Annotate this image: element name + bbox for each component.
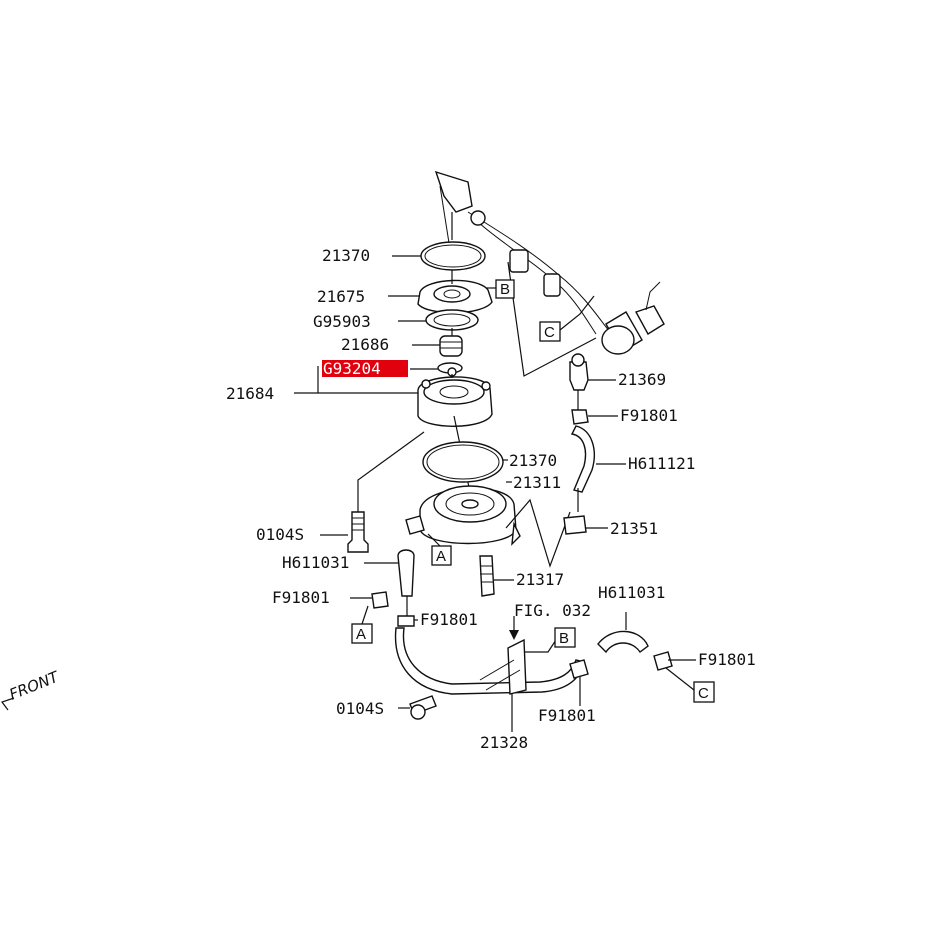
housing-top <box>423 379 485 405</box>
ref-box-B-bottom <box>554 627 576 648</box>
callout-F91801-bottom[interactable]: F91801 <box>538 706 596 725</box>
callout-21675[interactable]: 21675 <box>317 287 365 306</box>
front-arrow-icon <box>1 697 15 711</box>
callout-21328[interactable]: 21328 <box>480 733 528 752</box>
sensor-plug <box>634 305 665 335</box>
callout-21311[interactable]: 21311 <box>513 473 561 492</box>
thermo-fitting <box>569 361 589 391</box>
clamp-21351 <box>563 515 587 535</box>
stud <box>479 555 495 597</box>
ref-box-A-mid <box>431 545 452 566</box>
callout-H611031-left[interactable]: H611031 <box>282 553 349 572</box>
zigzag-leader <box>505 498 571 568</box>
callout-FIG032[interactable]: FIG. 032 <box>514 601 591 620</box>
thermo-fitting-top <box>571 353 585 367</box>
gasket-inner <box>433 313 471 327</box>
cooler-top-inner <box>445 492 495 516</box>
housing-bolt-1 <box>421 379 431 389</box>
harness-leader <box>507 261 597 377</box>
callout-21684[interactable]: 21684 <box>226 384 274 403</box>
leader-box-A-right <box>427 533 441 547</box>
right-hose <box>597 630 649 654</box>
callout-0104S-left[interactable]: 0104S <box>256 525 304 544</box>
callout-21686[interactable]: 21686 <box>341 335 389 354</box>
callout-21370-top[interactable]: 21370 <box>322 246 370 265</box>
callout-F91801-mid[interactable]: F91801 <box>420 610 478 629</box>
clamp-mid <box>397 615 415 627</box>
callout-H611031-right[interactable]: H611031 <box>598 583 665 602</box>
left-pipe <box>397 549 415 597</box>
callout-21317[interactable]: 21317 <box>516 570 564 589</box>
wiring-harness <box>467 211 611 333</box>
o-ring-top-inner <box>424 244 482 268</box>
ref-box-C-bottom-label: C <box>698 685 709 702</box>
callout-F91801-left[interactable]: F91801 <box>272 588 330 607</box>
front-label: FRONT <box>7 667 63 704</box>
seal <box>439 335 463 357</box>
ref-box-B-bottom-label: B <box>559 630 569 647</box>
cooler-tab-right <box>511 521 521 546</box>
harness-clip-3 <box>543 273 561 297</box>
o-ring-mid <box>422 441 504 483</box>
callout-F91801-far[interactable]: F91801 <box>698 650 756 669</box>
pipe-bracket-arm <box>479 659 521 691</box>
seal-ribs <box>440 341 462 349</box>
housing-bore <box>439 385 469 399</box>
bolt-left <box>347 511 369 553</box>
leader-box-B-bottom <box>524 639 557 653</box>
pipe-bracket <box>507 638 527 695</box>
ref-box-A-left <box>351 623 373 644</box>
callout-F91801-right[interactable]: F91801 <box>620 406 678 425</box>
stud-threads <box>480 565 493 583</box>
callout-G93204[interactable]: G93204 <box>323 359 381 378</box>
plate-hub <box>433 285 471 303</box>
leader-21684 <box>294 366 418 394</box>
highlight-bg <box>322 360 408 377</box>
harness-clip-1 <box>470 210 486 226</box>
callout-H611121[interactable]: H611121 <box>628 454 695 473</box>
ref-box-C-top-label: C <box>544 324 555 341</box>
fig-arrowhead <box>509 630 519 640</box>
ref-box-B-top <box>495 279 515 299</box>
bolt-left-threads <box>352 517 364 531</box>
cooler-center <box>461 499 479 509</box>
callout-21351[interactable]: 21351 <box>610 519 658 538</box>
o-ring-top <box>420 241 486 271</box>
ref-box-C-top <box>539 321 561 342</box>
clamp-right <box>571 409 589 425</box>
plate-hub-inner <box>443 289 461 299</box>
housing-bolt-leader <box>357 431 425 512</box>
callout-0104S-bottom[interactable]: 0104S <box>336 699 384 718</box>
callout-G95903[interactable]: G95903 <box>313 312 371 331</box>
ref-box-B-top-label: B <box>500 281 510 298</box>
upper-right-hose <box>570 425 595 493</box>
sensor-wire <box>645 281 661 311</box>
clamp-bottom <box>569 659 589 679</box>
callout-21369[interactable]: 21369 <box>618 370 666 389</box>
ref-box-A-left-label: A <box>356 626 366 643</box>
leader-box-C-bottom <box>665 667 695 691</box>
wiring-harness-2 <box>477 221 597 335</box>
o-ring-mid-inner <box>426 444 500 480</box>
cooler-tab-left <box>405 515 425 535</box>
clamp-far <box>653 651 673 671</box>
clamp-left <box>371 591 389 609</box>
bolt-bottom-head <box>410 704 426 720</box>
clamp-left-leader <box>361 605 369 625</box>
ref-box-A-mid-label: A <box>436 548 446 565</box>
center-axis <box>451 212 471 493</box>
coolant-cap <box>601 325 635 355</box>
harness-clip-2 <box>509 249 529 273</box>
callout-21370-mid[interactable]: 21370 <box>509 451 557 470</box>
upper-bracket <box>434 170 473 213</box>
leader-box-C-top <box>559 295 595 331</box>
housing-bolt-2 <box>481 381 491 391</box>
ref-box-C-bottom <box>693 681 715 703</box>
